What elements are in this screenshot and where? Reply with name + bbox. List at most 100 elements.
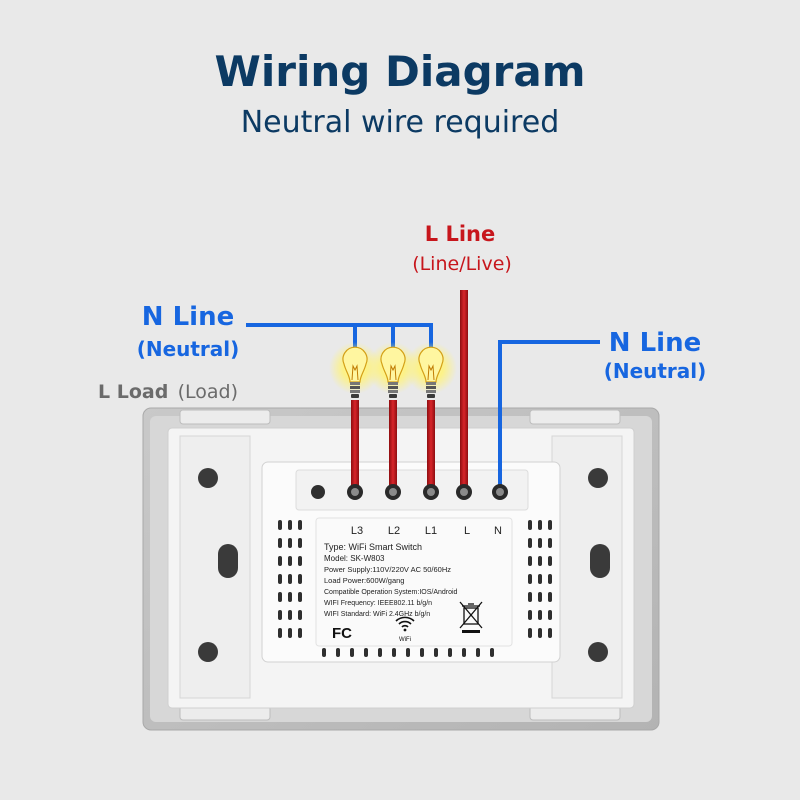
load-wires: [351, 400, 435, 488]
vent-hole: [298, 610, 302, 620]
screw-hole: [588, 468, 608, 488]
vent-hole: [490, 648, 494, 657]
screw-hole: [198, 642, 218, 662]
spec-wifi-standard: WIFI Standard: WiFi 2.4GHz b/g/n: [324, 611, 430, 618]
wifi-caption: WiFi: [399, 637, 411, 643]
vent-hole: [288, 610, 292, 620]
vent-hole: [538, 574, 542, 584]
vent-hole: [528, 592, 532, 602]
n-line-right-label: N Line: [609, 328, 701, 358]
vent-hole: [336, 648, 340, 657]
module-button: [311, 485, 325, 499]
vent-hole: [548, 520, 552, 530]
spec-model: Model: SK-W803: [324, 554, 385, 563]
live-wire: [460, 290, 468, 488]
vent-hole: [528, 628, 532, 638]
vent-hole: [528, 610, 532, 620]
vent-hole: [364, 648, 368, 657]
terminal-label-l: L: [464, 525, 470, 537]
vent-holes-bottom: [322, 648, 494, 657]
vent-hole: [538, 592, 542, 602]
spec-load-power: Load Power:600W/gang: [324, 576, 404, 585]
fcc-logo: FC: [332, 625, 352, 642]
vent-hole: [288, 538, 292, 548]
vent-hole: [548, 538, 552, 548]
vent-hole: [278, 556, 282, 566]
terminal-label-l3: L3: [351, 525, 363, 537]
n-line-left-sublabel: (Neutral): [137, 337, 240, 361]
vent-hole: [476, 648, 480, 657]
l-load-name: L Load: [98, 381, 168, 403]
n-line-right-sublabel: (Neutral): [604, 359, 707, 383]
vent-hole: [420, 648, 424, 657]
vent-hole: [278, 610, 282, 620]
vent-hole: [548, 556, 552, 566]
spec-type: Type: WiFi Smart Switch: [324, 542, 422, 552]
vent-hole: [406, 648, 410, 657]
vent-hole: [538, 520, 542, 530]
lightbulb-icon: [405, 342, 457, 398]
vent-hole: [288, 592, 292, 602]
vent-hole: [538, 628, 542, 638]
vent-hole: [448, 648, 452, 657]
page-subtitle: Neutral wire required: [241, 105, 560, 140]
vent-hole: [548, 628, 552, 638]
vent-hole: [278, 520, 282, 530]
vent-hole: [378, 648, 382, 657]
vent-hole: [548, 592, 552, 602]
vent-hole: [298, 556, 302, 566]
vent-hole: [288, 628, 292, 638]
vent-hole: [392, 648, 396, 657]
vent-hole: [528, 556, 532, 566]
vent-hole: [548, 610, 552, 620]
vent-hole: [298, 574, 302, 584]
vent-hole: [322, 648, 326, 657]
vent-hole: [538, 556, 542, 566]
vent-holes-left: [278, 520, 302, 638]
bulb-group: [329, 342, 457, 398]
spec-wifi-frequency: WIFI Frequency: IEEE802.11 b/g/n: [324, 600, 432, 607]
wifi-icon: [395, 616, 415, 632]
vent-hole: [278, 574, 282, 584]
vent-hole: [462, 648, 466, 657]
lightbulb-icon: [329, 342, 381, 398]
vent-hole: [538, 610, 542, 620]
vent-hole: [288, 520, 292, 530]
terminal-label-l2: L2: [388, 525, 400, 537]
vent-hole: [528, 538, 532, 548]
vent-hole: [350, 648, 354, 657]
mount-slot: [218, 544, 238, 578]
vent-hole: [288, 556, 292, 566]
vent-hole: [298, 628, 302, 638]
vent-hole: [528, 520, 532, 530]
l-load-sub: (Load): [178, 381, 238, 403]
vent-hole: [434, 648, 438, 657]
vent-hole: [538, 538, 542, 548]
vent-hole: [278, 538, 282, 548]
l-line-sublabel: (Line/Live): [412, 253, 512, 275]
vent-hole: [298, 592, 302, 602]
mount-slot: [590, 544, 610, 578]
n-line-left-label: N Line: [142, 302, 234, 332]
vent-hole: [298, 520, 302, 530]
vent-hole: [298, 538, 302, 548]
vent-hole: [278, 628, 282, 638]
screw-hole: [198, 468, 218, 488]
terminal-screws: [347, 484, 508, 500]
vent-holes-right: [528, 520, 552, 638]
weee-bin-icon: [459, 601, 483, 633]
vent-hole: [528, 574, 532, 584]
l-load-label: L Load (Load): [98, 381, 238, 403]
vent-hole: [278, 592, 282, 602]
spec-power-supply: Power Supply:110V/220V AC 50/60Hz: [324, 565, 451, 574]
terminal-label-l1: L1: [425, 525, 437, 537]
terminal-label-n: N: [494, 525, 502, 537]
screw-hole: [588, 642, 608, 662]
page-title: Wiring Diagram: [215, 47, 586, 96]
lightbulb-icon: [367, 342, 419, 398]
spec-compatible: Compatible Operation System:IOS/Android: [324, 589, 458, 596]
neutral-wire-right: [498, 340, 600, 490]
vent-hole: [548, 574, 552, 584]
spec-label: L3 L2 L1 L N Type: WiFi Smart Switch Mod…: [315, 517, 513, 647]
